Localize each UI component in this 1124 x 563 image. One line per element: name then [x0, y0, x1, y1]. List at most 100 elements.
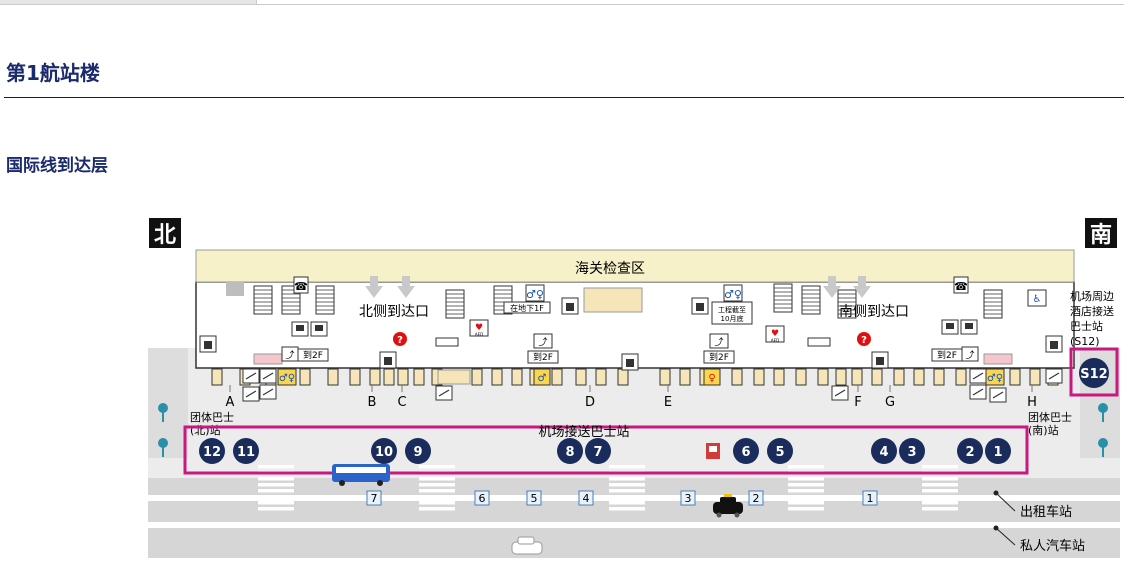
bus-stop-12[interactable]: 12 — [199, 438, 225, 464]
lane-number-2: 2 — [748, 490, 764, 506]
svg-text:☎: ☎ — [294, 280, 308, 293]
lane-number-7: 7 — [366, 490, 382, 506]
svg-text:7: 7 — [371, 492, 378, 505]
facility-icon — [1045, 368, 1063, 384]
svg-text:6: 6 — [479, 492, 486, 505]
customs-label: 海关检查区 — [575, 261, 645, 277]
facade-pillar — [851, 368, 863, 386]
section-divider — [4, 97, 1124, 98]
private-car-label: 私人汽车站 — [1020, 538, 1085, 554]
bus-stop-5[interactable]: 5 — [767, 438, 793, 464]
group-bus-south-label-1: 团体巴士 — [1028, 410, 1072, 424]
shop-block — [583, 287, 643, 313]
hotel-bus-label-2: 酒店接送 — [1070, 304, 1114, 318]
door-label-g: G — [885, 395, 895, 410]
bus-stop-8[interactable]: 8 — [557, 438, 583, 464]
counter-block — [983, 353, 1013, 365]
bus-stop-s12[interactable]: S12 — [1079, 358, 1109, 388]
svg-text:S12: S12 — [1080, 367, 1107, 382]
computer-icon — [941, 319, 978, 335]
elevator-icon — [871, 351, 889, 369]
info-icon[interactable]: ? — [393, 332, 407, 346]
bus-stop-11[interactable]: 11 — [233, 438, 259, 464]
aed-icon: ♥ AED — [469, 319, 489, 337]
group-bus-north-label-2: (北)站 — [190, 423, 221, 437]
lane-number-3: 3 — [680, 490, 696, 506]
svg-text:北: 北 — [154, 223, 176, 248]
lane-number-1: 1 — [862, 490, 878, 506]
svg-text:AED: AED — [475, 332, 483, 337]
svg-text:♂♀: ♂♀ — [279, 373, 295, 384]
facade-pillar — [1009, 368, 1021, 386]
stairway — [801, 285, 821, 315]
bus-stop-7[interactable]: 7 — [585, 438, 611, 464]
facade-pillar — [871, 368, 883, 386]
svg-text:♂: ♂ — [538, 373, 547, 384]
svg-text:工程截至: 工程截至 — [718, 305, 746, 314]
svg-text:1: 1 — [867, 492, 874, 505]
stairways — [253, 283, 1003, 319]
facade-pillar — [731, 368, 743, 386]
car-leader — [995, 527, 1016, 546]
info-icon[interactable]: ? — [857, 332, 871, 346]
svg-text:?: ? — [861, 335, 867, 346]
interior-block — [226, 282, 244, 296]
bench — [435, 337, 459, 347]
restroom-icon: ♂♀ — [525, 284, 545, 302]
door-label-h: H — [1027, 395, 1037, 410]
shop-block — [437, 369, 471, 385]
restroom-icon: ♂♀ — [277, 368, 297, 386]
facade-pillar — [369, 368, 381, 386]
elevators — [199, 297, 1063, 371]
bus-stop-10[interactable]: 10 — [371, 438, 397, 464]
facade-pillar — [753, 368, 765, 386]
exit-arrow-icon — [397, 276, 415, 298]
counter-block — [253, 353, 283, 365]
door-label-d: D — [585, 395, 595, 410]
svg-text:到2F: 到2F — [709, 351, 729, 363]
bus-stop-9[interactable]: 9 — [405, 438, 431, 464]
door-label-e: E — [664, 395, 672, 410]
taxi-icon — [713, 494, 743, 518]
lane-number-5: 5 — [526, 490, 542, 506]
crosswalks — [258, 465, 958, 511]
facade-pillar — [349, 368, 361, 386]
taxi-point — [993, 490, 999, 496]
bus-stop-1[interactable]: 1 — [985, 438, 1011, 464]
bus-stop-2[interactable]: 2 — [957, 438, 983, 464]
svg-text:2: 2 — [965, 445, 974, 460]
baby-room-icon: ♿ — [1027, 289, 1047, 307]
bus-stop-3[interactable]: 3 — [899, 438, 925, 464]
north-side-road — [148, 348, 188, 458]
facade-pillar — [211, 368, 223, 386]
bench — [807, 337, 831, 347]
svg-text:4: 4 — [879, 445, 888, 460]
facade-pillar — [551, 368, 563, 386]
svg-text:♥: ♥ — [771, 329, 779, 339]
facade-pillar — [595, 368, 607, 386]
svg-text:⤴: ⤴ — [965, 349, 974, 361]
phone-icon: ☎ — [953, 276, 969, 294]
bus-stop-sign — [158, 403, 1108, 457]
svg-text:10月底: 10月底 — [721, 314, 744, 323]
restroom-icon: ♂ — [533, 368, 551, 386]
hotel-bus-highlight — [1069, 347, 1119, 397]
south-exit-label: 南侧到达口 — [839, 304, 909, 320]
bus-stop-4[interactable]: 4 — [871, 438, 897, 464]
facade-pillar — [835, 368, 847, 386]
bus-stop-6[interactable]: 6 — [733, 438, 759, 464]
elevator-icon — [379, 351, 397, 369]
bus-icon — [332, 464, 390, 486]
svg-text:7: 7 — [593, 445, 602, 460]
restroom-icon: ♀ — [703, 368, 721, 386]
facade-pillar — [933, 368, 945, 386]
facility-icon — [831, 385, 849, 401]
svg-text:在地下1F: 在地下1F — [510, 303, 544, 313]
elevator-icon — [691, 297, 709, 315]
aed-icon: ♥ AED — [765, 325, 785, 343]
top-tab[interactable] — [0, 0, 257, 4]
stairway — [315, 285, 335, 315]
lane-divider-2 — [148, 522, 1120, 528]
